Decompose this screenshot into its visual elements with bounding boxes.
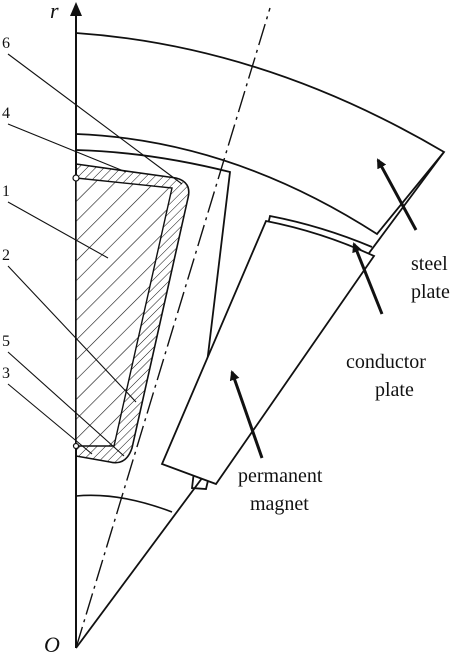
leader-1 (7, 201, 109, 259)
part-number-4: 4 (2, 105, 10, 122)
conductor-plate-label-line1: conductor (346, 351, 426, 373)
permanent-magnet-arrow (229, 370, 264, 459)
leader-5 (7, 351, 125, 457)
permanent-magnet-label-line2: magnet (250, 493, 309, 515)
conductor-plate-arrow (352, 242, 384, 315)
part-number-6: 6 (2, 35, 10, 52)
part-number-5: 5 (2, 333, 10, 350)
sector-centerline (75, 7, 271, 649)
permanent-magnet-outline (160, 219, 376, 486)
leader-3 (7, 383, 93, 455)
coil-core-hatch (76, 178, 172, 446)
leader-2 (7, 265, 137, 403)
steel-plate-label-line1: steel (411, 253, 448, 275)
conductor-plate-label-line2: plate (375, 379, 414, 401)
r-axis-arrowhead (70, 2, 82, 16)
steel-plate-label-line2: plate (411, 281, 450, 303)
coil-bottom-marker (72, 442, 80, 450)
permanent-magnet-label-line1: permanent (238, 465, 323, 487)
coil-top-marker (72, 174, 80, 182)
leader-6 (7, 53, 183, 185)
steel-plate-arrow (376, 158, 418, 231)
origin-label: O (44, 632, 60, 657)
conductor-plate-inner-edge (75, 149, 373, 490)
r-axis-label: r (50, 0, 59, 23)
part-number-2: 2 (2, 247, 10, 264)
leader-4 (7, 123, 127, 173)
steel-plate-outline (75, 32, 446, 236)
part-number-1: 1 (2, 183, 10, 200)
inner-arc (75, 494, 173, 513)
part-number-3: 3 (2, 365, 10, 382)
